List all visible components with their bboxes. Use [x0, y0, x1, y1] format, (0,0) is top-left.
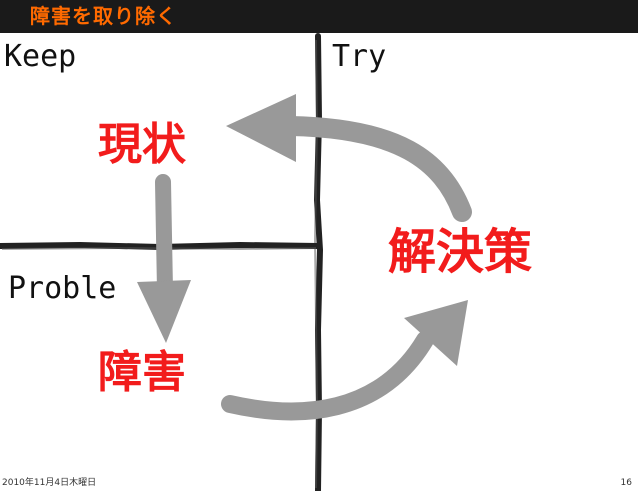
problem-label: Proble — [8, 271, 117, 306]
current-state-label: 現状 — [98, 119, 186, 170]
slide-title: 障害を取り除く — [30, 4, 177, 28]
obstacle-label: 障害 — [98, 347, 186, 398]
arrow-current-to-obstacle — [137, 174, 191, 343]
page-number: 16 — [620, 478, 632, 488]
footer-date: 2010年11月4日木曜日 — [2, 478, 97, 488]
arrow-obstacle-to-solution — [221, 300, 468, 421]
title-bar: 障害を取り除く — [0, 0, 638, 33]
arrow-solution-to-current — [226, 94, 472, 222]
keep-label: Keep — [4, 39, 77, 74]
solution-label: 解決策 — [388, 224, 533, 280]
try-label: Try — [332, 39, 387, 74]
